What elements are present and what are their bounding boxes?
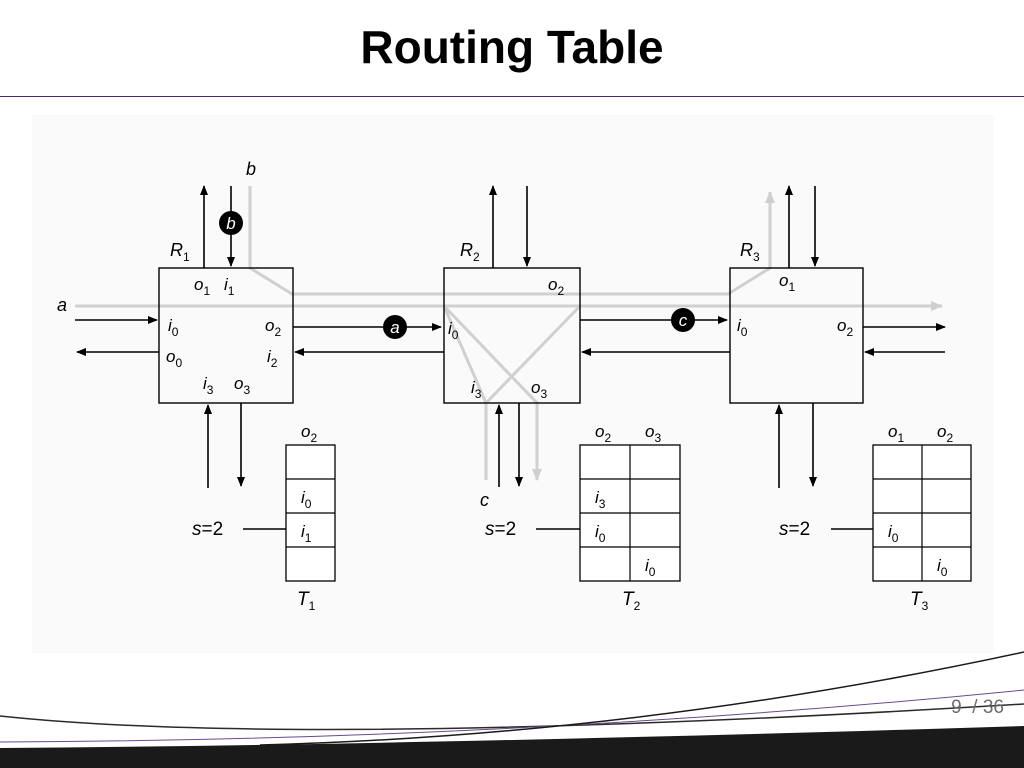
packet-c-label: c <box>480 490 489 510</box>
port-label-r1-o1: o1 <box>194 275 210 298</box>
packet-a-label: a <box>57 295 67 315</box>
router-r1-label: R1 <box>170 240 190 264</box>
table-name-T3: T3 <box>910 589 929 613</box>
packet-paths <box>75 186 943 481</box>
port-label-r1-i0: i0 <box>168 316 179 339</box>
port-label-r3-o2: o2 <box>837 316 853 339</box>
router-r3 <box>729 267 864 404</box>
title-divider <box>0 96 1024 97</box>
table-selector-label: s=2 <box>779 519 810 540</box>
port-label-r2-o2: o2 <box>548 275 564 298</box>
table-selector-label: s=2 <box>192 519 223 540</box>
port-label-r3-i0: i0 <box>737 316 748 339</box>
table-name-T2: T2 <box>622 589 641 613</box>
table-cell-i0: i0 <box>301 488 312 511</box>
router-r1 <box>158 267 294 404</box>
port-label-r2-i3: i3 <box>471 378 482 401</box>
port-label-r1-i1: i1 <box>224 275 235 298</box>
table-header-o3: o3 <box>645 422 661 445</box>
svg-text:c: c <box>679 311 688 330</box>
footer-decoration <box>0 651 1024 768</box>
table-selector-label: s=2 <box>485 519 516 540</box>
table-cell-i3: i3 <box>595 488 606 511</box>
table-cell-i0: i0 <box>645 556 656 579</box>
packet-badge-c: c <box>671 308 695 332</box>
router-r2-label: R2 <box>460 240 480 264</box>
routing-tables: o2 i0 i1 s=2T1 o2 o3 i3 i0 i0 s=2T2 o1 o2 i0 i0 s=2T3 <box>192 422 972 613</box>
routing-diagram: b a c a b c R1 R2 R3 o1 i1 i0 o0 o2 i2 i3 o3 o2 i… <box>32 115 994 653</box>
table-name-T1: T1 <box>297 589 316 613</box>
slide-title: Routing Table <box>360 21 664 73</box>
table-cell-i0: i0 <box>888 522 899 545</box>
port-label-r1-i2: i2 <box>267 347 278 370</box>
port-label-r1-o3: o3 <box>234 374 250 397</box>
packet-x-path <box>484 304 582 405</box>
link-arrows <box>75 185 946 530</box>
port-labels: o1 i1 i0 o0 o2 i2 i3 o3 o2 i0 i3 o3 o1 i0 o2 <box>166 271 853 401</box>
port-label-r1-o0: o0 <box>166 347 182 370</box>
table-header-o2: o2 <box>937 422 953 445</box>
table-header-o1: o1 <box>888 422 904 445</box>
packet-badge-b: b <box>219 211 243 235</box>
port-label-r1-o2: o2 <box>265 316 281 339</box>
diagram-canvas: b a c a b c R1 R2 R3 o1 i1 i0 o0 o2 i2 i3 o3 o2 i… <box>57 159 972 613</box>
table-cell-i0: i0 <box>937 556 948 579</box>
table-cell-i0: i0 <box>595 522 606 545</box>
port-label-r1-i3: i3 <box>203 374 214 397</box>
svg-text:b: b <box>226 214 235 233</box>
routing-table-t1: o2 i0 i1 s=2T1 <box>192 422 336 613</box>
svg-text:a: a <box>390 318 399 337</box>
packet-b-label: b <box>246 159 256 179</box>
packet-b-path <box>248 186 775 296</box>
port-label-r2-o3: o3 <box>531 378 547 401</box>
table-header-o2: o2 <box>301 422 317 445</box>
routing-table-t3: o1 o2 i0 i0 s=2T3 <box>779 422 972 613</box>
port-label-r3-o1: o1 <box>779 271 795 294</box>
page-number: 9 / 36 <box>951 697 1004 718</box>
router-r2 <box>443 267 581 404</box>
router-r3-label: R3 <box>740 240 760 264</box>
routing-table-t2: o2 o3 i3 i0 i0 s=2T2 <box>485 422 681 613</box>
table-cell-i1: i1 <box>301 522 312 545</box>
packet-badge-a: a <box>383 315 407 339</box>
port-label-r2-i0: i0 <box>448 319 459 342</box>
table-header-o2: o2 <box>595 422 611 445</box>
